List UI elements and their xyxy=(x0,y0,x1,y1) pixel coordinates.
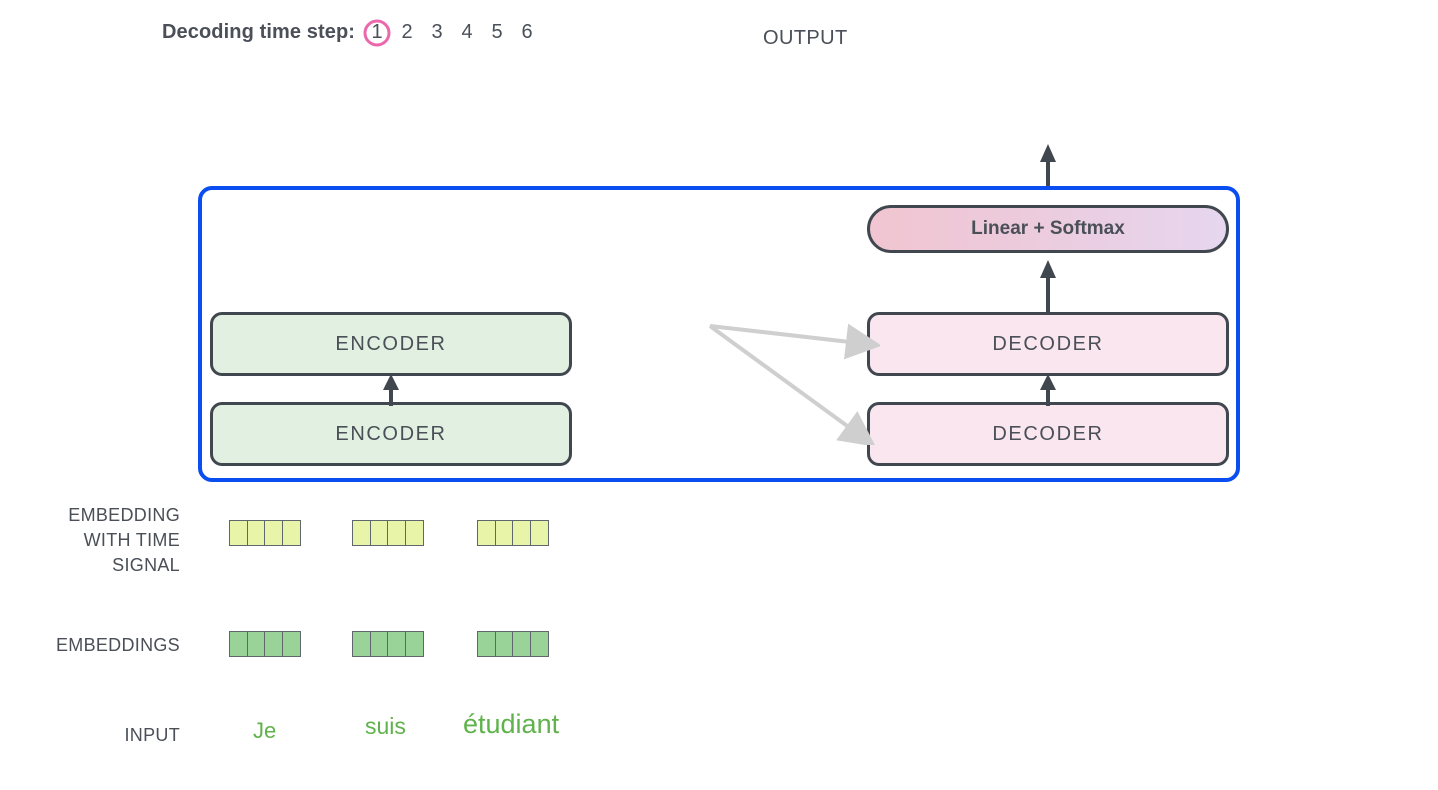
vector-cell xyxy=(264,631,283,657)
vector-cell xyxy=(512,631,531,657)
vector-cell xyxy=(387,631,406,657)
encoder-to-decoder-arrows xyxy=(708,323,880,445)
embedding-with-time-signal-label: EMBEDDING WITH TIME SIGNAL xyxy=(0,503,180,578)
label-line: EMBEDDING xyxy=(68,505,180,525)
decoder-label: DECODER xyxy=(992,422,1104,445)
encoder-box-top[interactable]: ENCODER xyxy=(210,312,572,376)
timestep-number-2[interactable]: 2 xyxy=(401,21,413,43)
embeddings-label: EMBEDDINGS xyxy=(55,635,180,655)
input-token-suis: suis xyxy=(365,713,406,739)
vector-cell xyxy=(477,520,496,546)
vector-cell xyxy=(529,520,549,546)
timestep-number-5[interactable]: 5 xyxy=(491,21,503,43)
embedding-vector-je xyxy=(229,631,301,657)
vector-cell xyxy=(229,631,248,657)
timestep-number-3[interactable]: 3 xyxy=(431,21,443,43)
vector-cell xyxy=(281,520,301,546)
vector-cell xyxy=(404,631,424,657)
encoder-label: ENCODER xyxy=(335,332,447,355)
encoder-stack-arrow xyxy=(383,374,399,406)
time-signal-vector-etudiant xyxy=(477,520,549,546)
vector-cell xyxy=(529,631,549,657)
vector-cell xyxy=(387,520,406,546)
vector-cell xyxy=(246,520,266,546)
vector-cell xyxy=(494,631,514,657)
linear-softmax-label: Linear + Softmax xyxy=(971,218,1125,239)
encoder-label: ENCODER xyxy=(335,422,447,445)
encoder-box-bottom[interactable]: ENCODER xyxy=(210,402,572,466)
linear-softmax-box[interactable]: Linear + Softmax xyxy=(867,205,1229,253)
decoding-timestep-label: Decoding time step: xyxy=(162,21,356,43)
vector-cell xyxy=(369,631,389,657)
vector-cell xyxy=(246,631,266,657)
vector-cell xyxy=(369,520,389,546)
vector-cell xyxy=(229,520,248,546)
time-signal-vector-je xyxy=(229,520,301,546)
embedding-to-encoder-arrow xyxy=(373,466,409,496)
vector-cell xyxy=(477,631,496,657)
embedding-vector-etudiant xyxy=(477,631,549,657)
vector-cell xyxy=(494,520,514,546)
label-line: SIGNAL xyxy=(112,555,180,575)
decoding-timestep-numbers: 1 2 3 4 5 6 xyxy=(362,21,542,44)
decoder-label: DECODER xyxy=(992,332,1104,355)
decoding-timestep-row: Decoding time step: 1 2 3 4 5 6 xyxy=(162,21,542,44)
label-line: WITH TIME xyxy=(83,530,180,550)
input-label: INPUT xyxy=(124,725,180,745)
vector-cell xyxy=(281,631,301,657)
timestep-number-4[interactable]: 4 xyxy=(461,21,473,43)
input-token-je: Je xyxy=(253,718,277,743)
time-signal-vector-suis xyxy=(352,520,424,546)
input-token-etudiant: étudiant xyxy=(463,709,560,739)
vector-cell xyxy=(512,520,531,546)
output-label: OUTPUT xyxy=(763,27,848,49)
decoder-to-linear-arrow xyxy=(1040,260,1056,314)
vector-cell xyxy=(264,520,283,546)
decoder-box-bottom[interactable]: DECODER xyxy=(867,402,1229,466)
timestep-number-1[interactable]: 1 xyxy=(362,21,392,44)
decoder-stack-arrow xyxy=(1040,374,1056,406)
timestep-number-6[interactable]: 6 xyxy=(521,21,533,43)
decoder-box-top[interactable]: DECODER xyxy=(867,312,1229,376)
vector-cell xyxy=(404,520,424,546)
embedding-vector-suis xyxy=(352,631,424,657)
vector-cell xyxy=(352,631,371,657)
vector-cell xyxy=(352,520,371,546)
